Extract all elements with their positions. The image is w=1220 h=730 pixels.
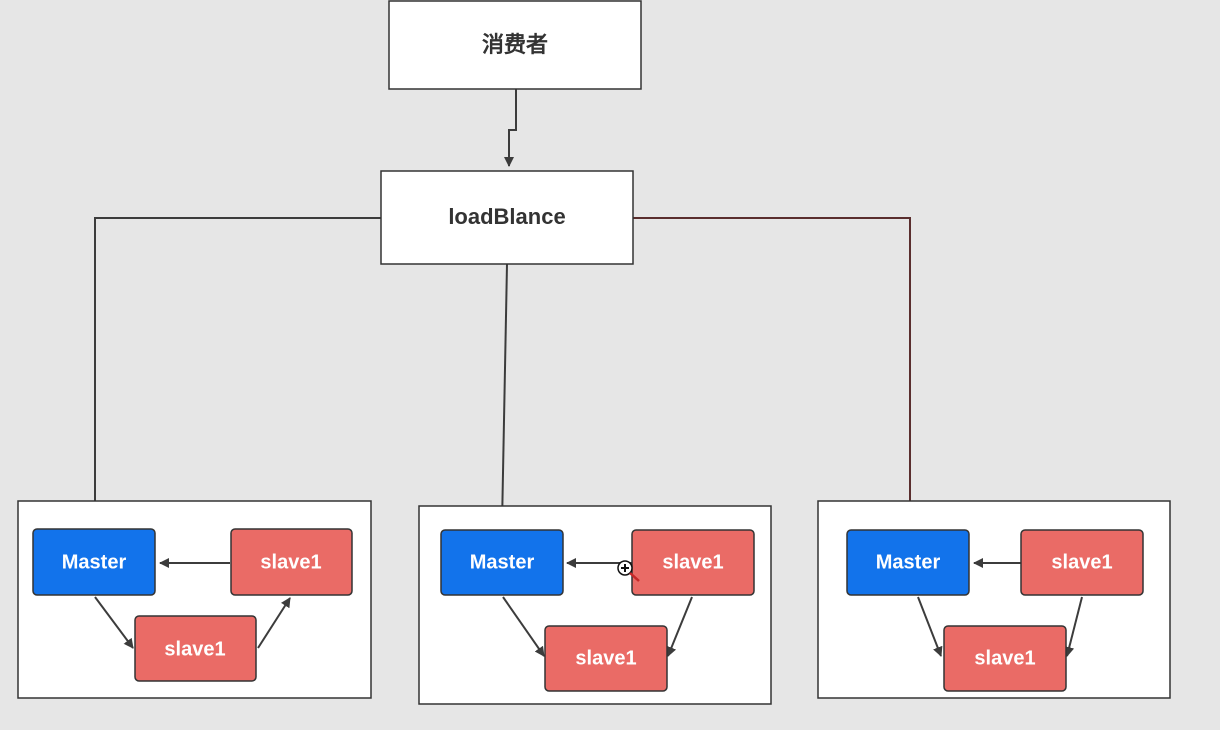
slave-node-top	[230, 528, 353, 596]
slave-node-bottom	[544, 625, 668, 692]
edge-consumer-to-loadbalancer	[504, 89, 517, 167]
cluster-center: Master slave1 slave1	[418, 505, 772, 705]
edge-loadbalancer-to-master-left	[90, 217, 381, 526]
edge-master-to-slave-bottom	[94, 596, 134, 649]
consumer-label: 消费者	[482, 32, 548, 57]
load-balancer-node: loadBlance	[380, 170, 634, 265]
master-node	[846, 529, 970, 596]
edge-loadbalancer-to-master-center	[497, 263, 508, 526]
master-node	[32, 528, 156, 596]
slave-node-bottom	[943, 625, 1067, 692]
master-label: Master	[876, 551, 941, 573]
master-label: Master	[470, 551, 535, 573]
cluster-right: Master slave1 slave1	[817, 500, 1171, 699]
cluster-left: Master slave1 slave1	[17, 500, 372, 699]
edges	[90, 89, 915, 526]
edge-slave-top-to-slave-bottom	[666, 596, 693, 657]
edge-loadbalancer-to-master-right	[633, 217, 915, 526]
slave-bottom-label: slave1	[974, 647, 1035, 669]
edge-master-to-slave-bottom	[917, 596, 943, 657]
edge-slave-bottom-to-slave-top	[257, 597, 291, 649]
load-balancer-label: loadBlance	[448, 204, 565, 229]
edge-master-to-slave-bottom	[502, 596, 545, 657]
consumer-node: 消费者	[388, 0, 642, 90]
slave-top-label: slave1	[662, 551, 723, 573]
slave-bottom-label: slave1	[575, 647, 636, 669]
master-label: Master	[62, 551, 127, 573]
slave-bottom-label: slave1	[164, 638, 225, 660]
edge-slave-top-to-slave-bottom	[1064, 596, 1083, 657]
master-node	[440, 529, 564, 596]
slave-top-label: slave1	[1051, 551, 1112, 573]
slave-node-bottom	[134, 615, 257, 682]
slave-node-top	[1020, 529, 1144, 596]
slave-top-label: slave1	[260, 551, 321, 573]
